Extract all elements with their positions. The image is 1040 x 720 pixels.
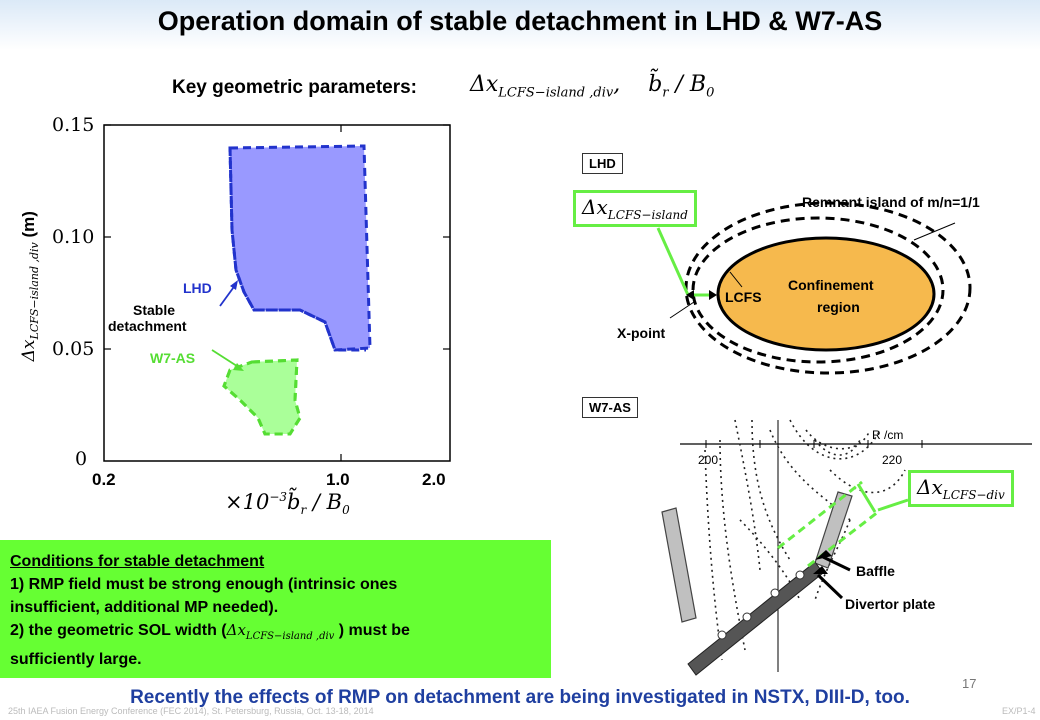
baffle-label: Baffle (856, 563, 895, 579)
conditions-box: Conditions for stable detachment 1) RMP … (0, 540, 551, 678)
formula-br-rest: / B (668, 72, 707, 97)
baffle-arrowhead (815, 550, 832, 560)
key-parameters-formula: ΔxLCFS−island ,div, b̃r / B0 (470, 72, 714, 100)
ylabel-main: Δx (18, 339, 39, 362)
lhd-formula-box: ΔxLCFS−island (573, 190, 697, 227)
w7as-width-bar (856, 483, 877, 513)
xpoint-label: X-point (617, 325, 666, 341)
w7as-axis-ticks (705, 440, 923, 448)
confinement-region (716, 236, 936, 352)
x-axis-label: ×10−3b̃r / B0 (225, 490, 350, 517)
left-baffle (661, 507, 697, 623)
divertor-probes (717, 570, 805, 640)
lhd-box-label: LHD (582, 153, 623, 174)
condition-1-line-1: 1) RMP field must be strong enough (intr… (10, 576, 398, 593)
w7as-formula-pointer (877, 498, 909, 512)
xlabel-prefix: ×10 (225, 490, 270, 514)
condition-1-line-2: insufficient, additional MP needed). (10, 599, 279, 616)
w7as-tick-200: 200 (698, 453, 719, 467)
remnant-island-label: Remnant island of m/n=1/1 (802, 194, 980, 210)
x-tick-10: 1.0 (326, 470, 350, 489)
baffle-pointer (822, 555, 851, 572)
right-baffle (814, 491, 853, 569)
y-axis-label: ΔxLCFS−island ,div (m) (19, 186, 41, 386)
divertor-pointer (816, 573, 844, 600)
remnant-pointer (913, 222, 956, 241)
remnant-island-inner (691, 216, 945, 364)
condition-2-math: ΔxLCFS−island ,div (226, 621, 335, 642)
condition-2-line-2: sufficiently large. (10, 651, 142, 668)
w7as-formula-box: ΔxLCFS−div (908, 470, 1014, 507)
w7as-formula-sub: LCFS−div (942, 488, 1005, 502)
footer-code: EX/P1-4 (1002, 706, 1036, 716)
condition-2-line-1: 2) the geometric SOL width (ΔxLCFS−islan… (10, 619, 541, 648)
y-tick-marks (104, 124, 450, 461)
conditions-title: Conditions for stable detachment (10, 553, 265, 570)
x-tick-02: 0.2 (92, 470, 116, 489)
stable-label-2: detachment (108, 318, 187, 334)
lhd-formula-sub: LCFS−island (607, 208, 688, 222)
w7as-label-arrow (211, 349, 241, 369)
xlabel-br: b̃ (287, 490, 301, 514)
formula-dx-sub: LCFS−island ,div (498, 85, 614, 101)
lhd-formula-main: Δx (582, 195, 608, 219)
formula-br-sub: r (662, 85, 669, 101)
page-number: 17 (962, 676, 977, 691)
footer-conference: 25th IAEA Fusion Energy Conference (FEC … (8, 706, 374, 716)
lhd-domain-border (228, 147, 366, 352)
w7as-sol-line-1 (777, 480, 863, 550)
lhd-domain-region (228, 144, 372, 352)
xlabel-exp: −3 (269, 490, 288, 504)
w7as-region-label: W7-AS (150, 350, 196, 366)
ylabel-sub: LCFS−island ,div (28, 242, 42, 340)
formula-br-rest-sub: 0 (706, 85, 715, 101)
w7as-domain-border (222, 358, 302, 436)
condition-2-math-sub: LCFS−island ,div (245, 631, 335, 642)
stable-label-1: Stable (133, 302, 176, 318)
lhd-region-label: LHD (183, 280, 212, 296)
w7as-box-label: W7-AS (582, 397, 638, 418)
ylabel-unit: (m) (18, 211, 38, 243)
lcfs-pointer (729, 271, 743, 288)
formula-dx: Δx (470, 72, 499, 97)
divertor-plate-label: Divertor plate (845, 596, 936, 612)
condition-2-post: ) must be (334, 622, 410, 639)
lhd-formula-pointer (656, 227, 690, 296)
xlabel-rest: / B (306, 490, 343, 514)
divertor-arrowhead (813, 566, 828, 574)
w7as-tick-220: 220 (882, 453, 903, 467)
footer-note: Recently the effects of RMP on detachmen… (130, 687, 910, 708)
key-parameters-label: Key geometric parameters: (172, 77, 417, 98)
lhd-arrowhead (230, 280, 238, 290)
confinement-label-1: Confinement (788, 277, 874, 293)
xlabel-rest-sub: 0 (342, 503, 350, 518)
y-tick-005: 0.05 (52, 338, 95, 360)
condition-2-pre: 2) the geometric SOL width ( (10, 622, 227, 639)
w7as-formula-main: Δx (917, 475, 943, 499)
x-tick-20: 2.0 (422, 470, 446, 489)
xpoint-pointer (669, 301, 695, 319)
formula-br: b̃ (648, 72, 663, 97)
lcfs-label: LCFS (725, 289, 762, 305)
divertor-plate (687, 561, 824, 676)
y-tick-015: 0.15 (52, 114, 95, 136)
condition-2-math-main: Δx (226, 621, 246, 639)
w7as-arrowhead (233, 363, 244, 371)
confinement-label-2: region (817, 299, 860, 315)
lhd-width-arrow-right (709, 290, 717, 300)
title-bar (0, 0, 1040, 50)
plot-frame (103, 124, 451, 462)
y-tick-010: 0.10 (52, 226, 95, 248)
w7as-flux-lines (704, 419, 906, 661)
y-tick-0: 0 (75, 448, 88, 470)
xlabel-br-sub: r (300, 503, 307, 518)
page-title: Operation domain of stable detachment in… (157, 6, 883, 36)
formula-sep: , (613, 72, 621, 97)
lhd-width-arrow-left (686, 290, 694, 300)
w7as-axis-label: R /cm (872, 428, 904, 442)
